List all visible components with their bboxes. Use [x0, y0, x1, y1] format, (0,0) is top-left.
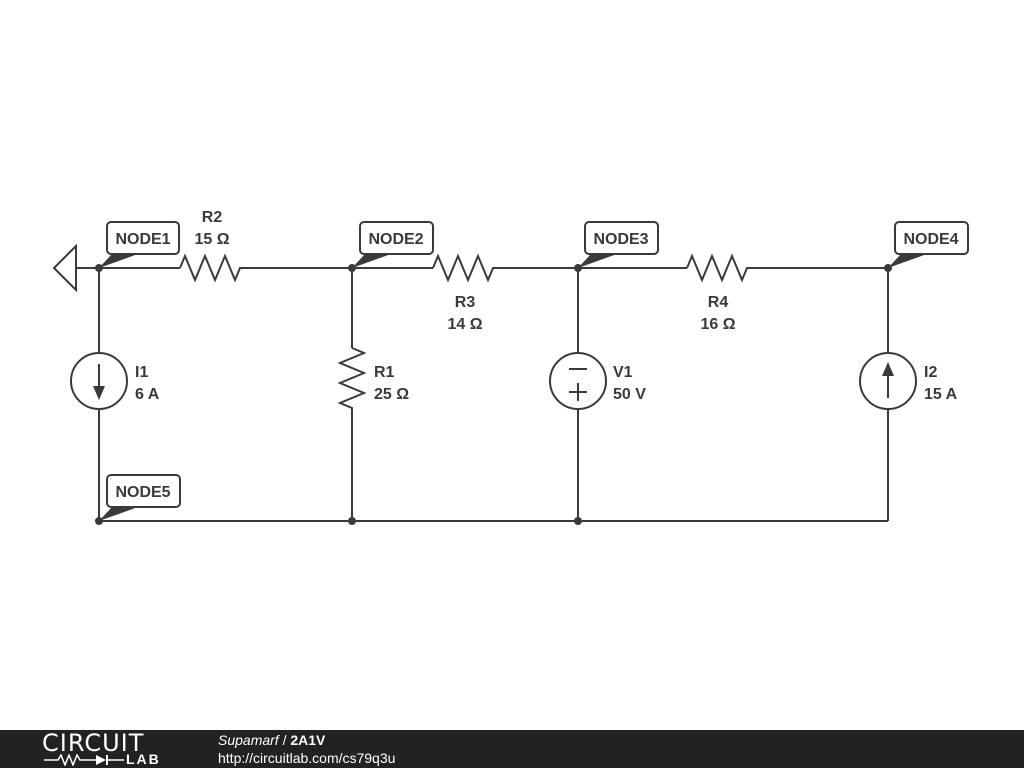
resistor-r4[interactable]: R4 16 Ω — [686, 253, 751, 333]
arrow-up-icon — [882, 362, 894, 376]
node4-text: NODE4 — [903, 231, 958, 248]
i1-value: 6 A — [135, 386, 160, 403]
resistor-r2[interactable]: R2 15 Ω — [179, 209, 244, 283]
r3-name: R3 — [455, 294, 476, 311]
voltage-source-v1[interactable]: V1 50 V — [549, 352, 646, 410]
circuitlab-logo[interactable]: CIRCUIT LAB — [42, 730, 182, 768]
r2-value: 15 Ω — [194, 231, 229, 248]
node-label-node4[interactable]: NODE4 — [888, 221, 969, 268]
credit-line: Supamarf / 2A1V — [218, 731, 325, 749]
node-label-node5[interactable]: NODE5 — [99, 474, 181, 521]
r1-name: R1 — [374, 364, 395, 381]
resistor-r3[interactable]: R3 14 Ω — [432, 253, 497, 333]
footer-bar: CIRCUIT LAB Supamarf / 2A1V http://circu… — [0, 730, 1024, 768]
design-name[interactable]: 2A1V — [290, 732, 326, 748]
arrow-down-icon — [93, 386, 105, 400]
node5-text: NODE5 — [115, 484, 170, 501]
junction-dot — [574, 517, 582, 525]
ground-triangle — [52, 243, 77, 293]
node3-text: NODE3 — [593, 231, 648, 248]
node2-text: NODE2 — [368, 231, 423, 248]
r4-name: R4 — [708, 294, 729, 311]
logo-circuit-text: CIRCUIT — [42, 729, 145, 757]
logo-lab-text: LAB — [126, 751, 161, 767]
i2-circle — [859, 352, 917, 410]
r3-value: 14 Ω — [447, 316, 482, 333]
current-source-i1[interactable]: I1 6 A — [70, 352, 160, 410]
node-label-node3[interactable]: NODE3 — [578, 221, 659, 268]
current-source-i2[interactable]: I2 15 A — [859, 352, 958, 410]
ground-symbol[interactable] — [52, 243, 99, 293]
i2-name: I2 — [924, 364, 937, 381]
author-link[interactable]: Supamarf — [218, 732, 279, 748]
circuit-schematic: R2 15 Ω R3 14 Ω R4 16 Ω R1 25 Ω I1 6 A V… — [52, 209, 969, 525]
i1-circle — [70, 352, 128, 410]
r4-value: 16 Ω — [700, 316, 735, 333]
r1-value: 25 Ω — [374, 386, 409, 403]
v1-value: 50 V — [613, 386, 646, 403]
design-url[interactable]: http://circuitlab.com/cs79q3u — [218, 750, 396, 766]
junction-dot — [348, 517, 356, 525]
i2-value: 15 A — [924, 386, 958, 403]
resistor-diode-icon — [44, 754, 124, 766]
r2-name: R2 — [202, 209, 223, 226]
resistor-r1[interactable]: R1 25 Ω — [337, 347, 409, 412]
node-label-node1[interactable]: NODE1 — [99, 221, 180, 268]
junction-dots — [95, 264, 892, 525]
i1-name: I1 — [135, 364, 148, 381]
plus-icon — [569, 383, 587, 401]
credit-separator: / — [278, 732, 291, 748]
v1-name: V1 — [613, 364, 633, 381]
v1-circle — [549, 352, 607, 410]
wires — [98, 267, 889, 522]
node1-text: NODE1 — [115, 231, 170, 248]
node-label-node2[interactable]: NODE2 — [352, 221, 434, 268]
